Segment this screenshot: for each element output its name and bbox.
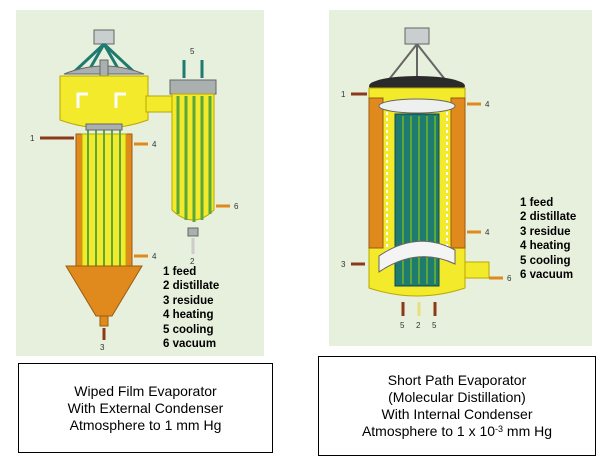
distillate-outlet [187,227,199,237]
condenser-tubes [176,96,212,222]
residue-collector [378,240,456,273]
caption-short-path: Short Path Evaporator (Molecular Distill… [318,356,596,456]
motor [404,27,430,45]
short-path-evaporator-illustration: 1 4 4 3 6 5 2 5 [341,27,512,330]
port-label: 2 [416,321,421,330]
caption-line: Atmosphere to 1 mm Hg [69,416,222,433]
legend-item: 3 residue [520,225,571,238]
port-label: 2 [190,257,195,266]
short-path-evaporator-diagram: 1 4 4 3 6 5 2 5 1 feed 2 distillate 3 re… [329,10,592,346]
vapor-flow-arrow [114,92,126,108]
caption-pressure-exponent: -3 [495,424,504,434]
port-label: 6 [507,274,512,283]
vapor-flow-arrow [76,92,88,108]
legend-item: 3 residue [163,294,214,307]
rotor-plate [378,98,456,114]
vacuum-nozzle [464,261,490,279]
legend: 1 feed 2 distillate 3 residue 4 heating … [163,265,219,351]
heating-jacket-right [450,97,466,249]
port-label: 4 [152,140,157,149]
port-label: 1 [341,90,346,99]
caption-pressure-prefix: Atmosphere to 1 x 10 [361,423,496,439]
legend-item: 4 heating [520,240,571,253]
port-arrows [40,60,230,340]
caption-wiped-film: Wiped Film Evaporator With External Cond… [18,363,273,453]
port-label: 3 [100,343,105,352]
legend-item: 6 vacuum [520,269,574,282]
distributor-plate [85,123,123,131]
port-label: 5 [190,47,195,56]
port-label: 6 [234,202,239,211]
legend-item: 5 cooling [520,254,571,267]
legend-item: 4 heating [163,309,214,322]
residue-outlet [99,315,109,327]
legend-item: 5 cooling [163,323,214,336]
caption-line: (Molecular Distillation) [388,389,526,405]
port-label: 5 [432,321,437,330]
drive-belts [72,42,136,74]
wiper-blades [87,128,121,266]
legend-item: 6 vacuum [163,338,217,351]
port-label: 5 [400,321,405,330]
port-label: 3 [341,260,346,269]
separator-head [59,75,149,129]
legend-item: 2 distillate [520,211,577,224]
port-arrows [351,92,503,316]
vapor-duct [145,95,175,113]
legend-item: 1 feed [520,197,554,209]
motor [93,29,115,45]
legend: 1 feed 2 distillate 3 residue 4 heating … [520,196,576,282]
condenser-cap [169,79,217,95]
heating-jacket-left [368,97,384,249]
caption-line-pressure: Atmosphere to 1 x 10-3 mm Hg [319,423,595,440]
port-label: 4 [152,252,157,261]
wiped-film-evaporator-diagram: 1 4 4 5 6 2 3 1 feed 2 distillate 3 resi… [16,10,264,356]
residue-cone [65,265,143,317]
caption-line: Short Path Evaporator [387,372,527,388]
port-label: 4 [485,100,490,109]
port-label: 4 [485,228,490,237]
wiped-film-evaporator-illustration: 1 4 4 5 6 2 3 [30,29,239,352]
legend-item: 2 distillate [163,280,220,293]
motor-tripod [386,43,448,83]
caption-line: With External Condenser [67,399,224,416]
caption-line: With Internal Condenser [381,406,533,422]
port-label: 1 [30,134,35,143]
caption-pressure-suffix: mm Hg [503,423,553,439]
legend-item: 1 feed [163,266,197,278]
caption-line: Wiped Film Evaporator [74,382,217,399]
